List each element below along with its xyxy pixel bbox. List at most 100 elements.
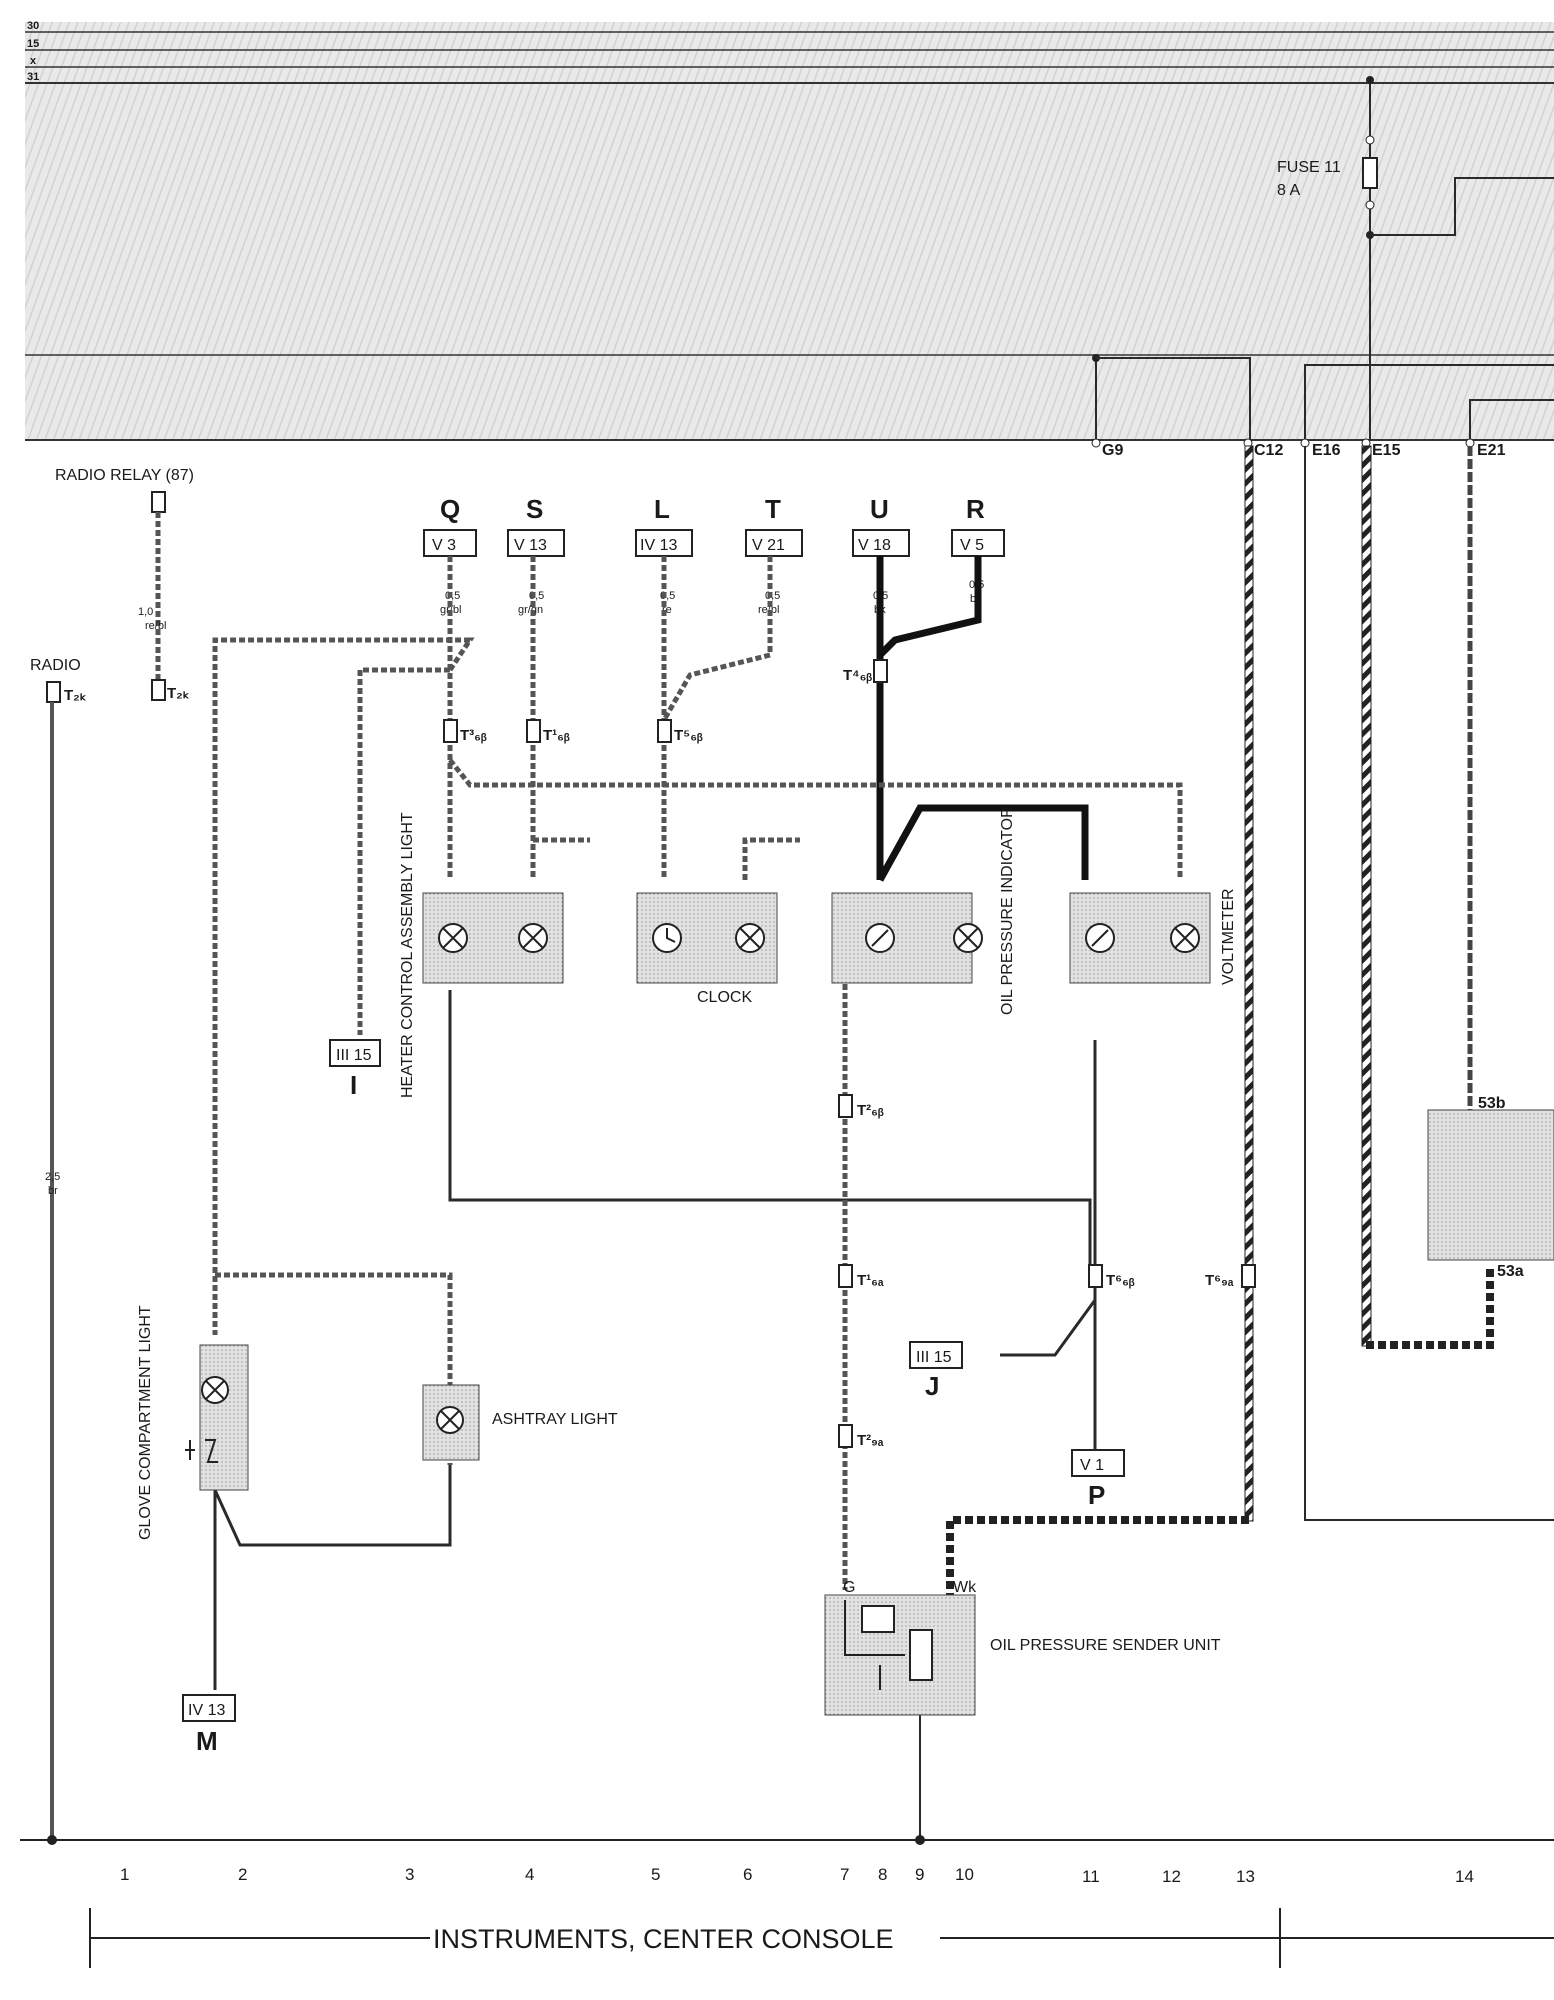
- ref-box-i: [329, 1039, 381, 1067]
- svg-text:T⁴₆ᵦ: T⁴₆ᵦ: [843, 667, 872, 684]
- ref-letter-j: J: [925, 1371, 939, 1401]
- plug-box-q: [423, 529, 477, 557]
- ref-box-i-text: III 15: [336, 1047, 372, 1064]
- col-14: 14: [1455, 1867, 1474, 1886]
- terminal-c12: C12: [1254, 442, 1283, 459]
- plug-letter-s: S: [526, 494, 543, 524]
- wire-c12: [1244, 445, 1254, 1522]
- ref-letter-p: P: [1088, 1480, 1105, 1510]
- gauge-q: 0,5: [445, 590, 460, 602]
- plug-box-t-text: V 21: [752, 537, 785, 554]
- glove-label: GLOVE COMPARTMENT LIGHT: [137, 1305, 154, 1540]
- voltmeter-box: [1069, 892, 1211, 984]
- terminal-53b: 53b: [1478, 1095, 1506, 1112]
- ref-box-m: [182, 1694, 236, 1722]
- ground-g9: G9: [1102, 442, 1123, 459]
- ref-box-j: [909, 1341, 963, 1369]
- ref-letter-i: I: [350, 1070, 357, 1100]
- col-9: 9: [915, 1865, 924, 1884]
- plug-box-s-text: V 13: [514, 537, 547, 554]
- terminal-e15: E15: [1372, 442, 1401, 459]
- col-12: 12: [1162, 1867, 1181, 1886]
- col-5: 5: [651, 1865, 660, 1884]
- ashtray-label: ASHTRAY LIGHT: [492, 1411, 618, 1428]
- terminal-53a: 53a: [1497, 1263, 1524, 1280]
- fuse-label: FUSE 11: [1277, 159, 1341, 176]
- plug-t2k-relay: T₂ₖ: [167, 685, 190, 702]
- col-3: 3: [405, 1865, 414, 1884]
- wire-e15: [1361, 445, 1372, 1347]
- col-10: 10: [955, 1865, 974, 1884]
- fuse-11: [1362, 76, 1554, 440]
- radio-label: RADIO: [30, 657, 81, 674]
- glove-compartment-light-box: [185, 1344, 249, 1491]
- column-numbers: 1 2 3 4 5 6 7 8 9 10 11 12 13 14: [120, 1865, 1474, 1886]
- clock-label: CLOCK: [697, 989, 752, 1006]
- bus-label-31: 31: [27, 71, 39, 83]
- wire-spec-radio: 1,0: [138, 606, 153, 618]
- sender-terminal-wk: Wk: [953, 1579, 977, 1596]
- col-6: 6: [743, 1865, 752, 1884]
- col-4: 4: [525, 1865, 534, 1884]
- section-bracket: [89, 1908, 1554, 1968]
- section-title: INSTRUMENTS, CENTER CONSOLE: [433, 1924, 894, 1954]
- plug-t2k-radio: T₂ₖ: [64, 687, 87, 704]
- col-13: 13: [1236, 1867, 1255, 1886]
- gauge-t: 0,5: [765, 590, 780, 602]
- col-7: 7: [840, 1865, 849, 1884]
- plug-letter-t: T: [765, 494, 781, 524]
- plug-reference-boxes: Q V 3 S V 13 L IV 13 T V 21 U V 18 R V 5: [423, 494, 1005, 557]
- fuse-rating: 8 A: [1277, 182, 1300, 199]
- radio-relay-label: RADIO RELAY (87): [55, 467, 194, 484]
- plug-box-l-text: IV 13: [640, 537, 677, 554]
- svg-text:T³₆ᵦ: T³₆ᵦ: [460, 727, 487, 744]
- sender-label: OIL PRESSURE SENDER UNIT: [990, 1637, 1221, 1654]
- svg-text:T²₆ᵦ: T²₆ᵦ: [857, 1102, 884, 1119]
- ref-box-j-text: III 15: [916, 1349, 952, 1366]
- svg-text:T⁵₆ᵦ: T⁵₆ᵦ: [674, 727, 703, 744]
- plug-connectors: T³₆ᵦ T¹₆ᵦ T⁵₆ᵦ T⁴₆ᵦ T²₆ᵦ T¹₆ₐ T²₉ₐ T⁶₆ᵦ …: [443, 659, 1256, 1449]
- plug-letter-l: L: [654, 494, 670, 524]
- sender-terminal-g: G: [843, 1579, 855, 1596]
- terminal-e16: E16: [1312, 442, 1341, 459]
- heater-control-label: HEATER CONTROL ASSEMBLY LIGHT: [399, 812, 416, 1098]
- wiper-switch-box: [1427, 1109, 1554, 1261]
- ref-box-p-text: V 1: [1080, 1457, 1104, 1474]
- wire-color-radio-gnd: br: [48, 1185, 58, 1197]
- plug-box-r-text: V 5: [960, 537, 984, 554]
- plug-letter-u: U: [870, 494, 889, 524]
- wire-color-radio: re/bl: [145, 620, 166, 632]
- ref-box-m-text: IV 13: [188, 1702, 225, 1719]
- ref-letter-m: M: [196, 1726, 218, 1756]
- plug-box-q-text: V 3: [432, 537, 456, 554]
- color-l: re: [662, 604, 672, 616]
- bus-label-30: 30: [27, 20, 39, 32]
- col-2: 2: [238, 1865, 247, 1884]
- col-11: 11: [1082, 1867, 1100, 1886]
- svg-text:T⁶₆ᵦ: T⁶₆ᵦ: [1106, 1272, 1135, 1289]
- bus-label-15: 15: [27, 38, 39, 50]
- clock-box: [636, 892, 778, 984]
- svg-text:T⁶₉ₐ: T⁶₉ₐ: [1205, 1272, 1234, 1289]
- oil-pressure-sender-box: G Wk: [824, 1579, 977, 1716]
- svg-text:T¹₆ₐ: T¹₆ₐ: [857, 1272, 884, 1289]
- terminal-e21: E21: [1477, 442, 1506, 459]
- ref-box-p: [1071, 1449, 1125, 1477]
- plug-letter-r: R: [966, 494, 985, 524]
- bus-label-x: x: [30, 55, 37, 67]
- col-1: 1: [120, 1865, 129, 1884]
- ashtray-light-box: [422, 1384, 480, 1461]
- wire-spec-radio-gnd: 2,5: [45, 1171, 60, 1183]
- voltmeter-label: VOLTMETER: [1220, 888, 1237, 985]
- col-8: 8: [878, 1865, 887, 1884]
- svg-text:T¹₆ᵦ: T¹₆ᵦ: [543, 727, 570, 744]
- harness-wires: [212, 556, 1183, 1840]
- oil-pressure-indicator-box: [831, 892, 983, 984]
- shaded-bus-area: [25, 22, 1554, 440]
- oil-indicator-label: OIL PRESSURE INDICATOR: [999, 806, 1016, 1015]
- heater-control-light-box: [422, 892, 564, 984]
- svg-text:T²₉ₐ: T²₉ₐ: [857, 1432, 884, 1449]
- plug-box-u-text: V 18: [858, 537, 891, 554]
